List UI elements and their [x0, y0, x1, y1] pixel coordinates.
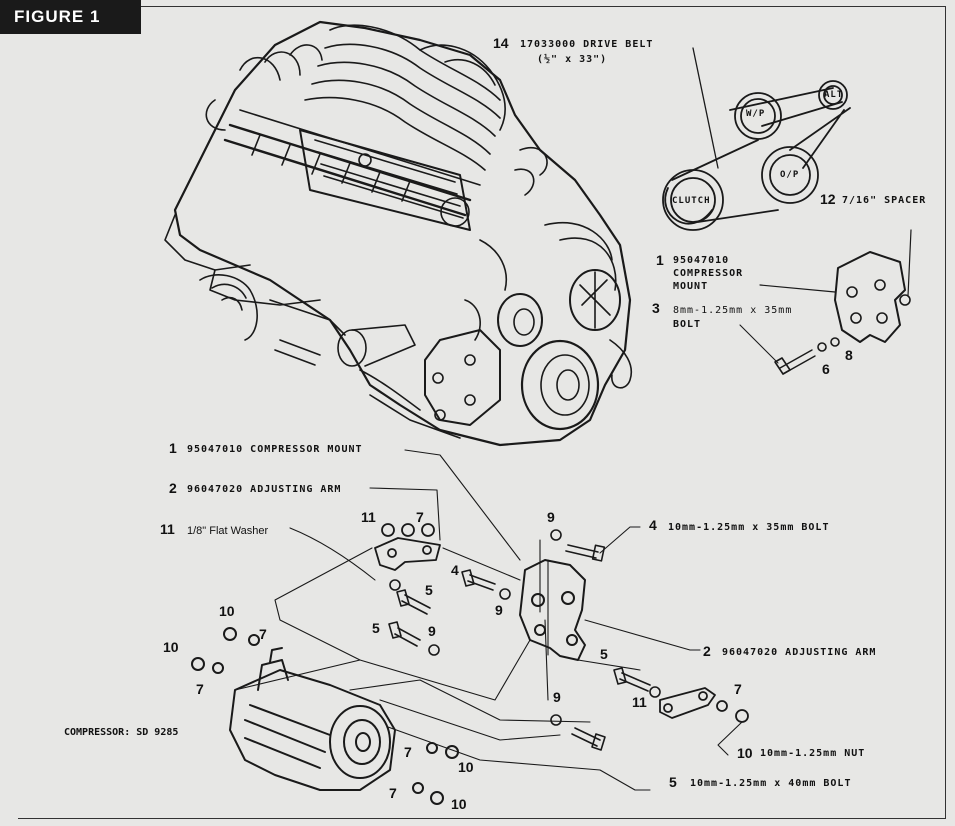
compressor-mount-label: 95047010 COMPRESSOR MOUNT [187, 444, 363, 455]
compressor-mount-bracket [519, 559, 586, 661]
bolt-35mm-label: 10mm-1.25mm x 35mm BOLT [668, 522, 830, 533]
callout-2-right: 2 [703, 643, 711, 659]
callout-8: 8 [845, 347, 853, 363]
adjusting-arm-top [374, 523, 441, 571]
callout-9-d: 9 [553, 689, 561, 705]
flat-washer-label: 1/8" Flat Washer [187, 525, 269, 537]
water-pump-pulley [734, 92, 782, 140]
callout-1-main: 1 [169, 440, 177, 456]
callout-7-f: 7 [389, 785, 397, 801]
callout-10-d: 10 [451, 796, 467, 812]
spacer-label: 7/16" SPACER [842, 195, 927, 206]
belt-routing-diagram [662, 47, 851, 231]
callout-5-a: 5 [425, 582, 433, 598]
clutch-pulley [662, 169, 724, 231]
nut-label: 10mm-1.25mm NUT [760, 748, 866, 759]
callout-7-c: 7 [196, 681, 204, 697]
bolt-40mm-label: 10mm-1.25mm x 40mm BOLT [690, 778, 852, 789]
callout-12: 12 [820, 191, 836, 207]
callout-10-a: 10 [219, 603, 235, 619]
bolt-small-name: BOLT [673, 319, 702, 330]
drive-belt-label: 17033000 DRIVE BELT [520, 39, 654, 50]
fasteners [388, 529, 661, 751]
callout-7-e: 7 [404, 744, 412, 760]
power-steering-pulley [761, 146, 819, 204]
callout-5-b: 5 [372, 620, 380, 636]
callout-11-b: 11 [632, 694, 647, 710]
engine-illustration [164, 20, 632, 447]
callout-4-label: 4 [649, 517, 657, 533]
callout-14: 14 [493, 35, 509, 51]
callout-11-washer: 11 [160, 521, 175, 537]
leader-lines [234, 449, 743, 791]
callout-9-b: 9 [495, 602, 503, 618]
pulley-label-alt: ALT [824, 90, 844, 100]
callout-7-b: 7 [259, 626, 267, 642]
pulley-label-clutch: CLUTCH [672, 196, 711, 206]
adjusting-arm-top-label: 96047020 ADJUSTING ARM [187, 484, 342, 495]
callout-10-nut: 10 [737, 745, 753, 761]
figure-frame [18, 6, 946, 819]
spacer-part [899, 294, 911, 306]
adjusting-arm-right [659, 687, 749, 723]
adjusting-arm-right-label: 96047020 ADJUSTING ARM [722, 647, 877, 658]
callout-3: 3 [652, 300, 660, 316]
pulley-label-wp: W/P [746, 109, 766, 119]
drive-belt-size: (½" x 33") [537, 54, 608, 65]
callout-5-bolt: 5 [669, 774, 677, 790]
callout-2-top: 2 [169, 480, 177, 496]
alternator-pulley [818, 80, 848, 110]
pulley-label-op: O/P [780, 170, 800, 180]
callout-11-a: 11 [361, 509, 376, 525]
callout-10-c: 10 [458, 759, 474, 775]
callout-4-mid: 4 [451, 562, 459, 578]
compressor-label: COMPRESSOR: SD 9285 [64, 727, 179, 738]
compressor-mount-small [739, 229, 912, 375]
bolt-small-spec: 8mm-1.25mm x 35mm [673, 305, 793, 316]
compressor-illustration [191, 627, 459, 805]
callout-7-a: 7 [416, 509, 424, 525]
callout-5-c: 5 [600, 646, 608, 662]
callout-1-top: 1 [656, 252, 664, 268]
callout-9-c: 9 [428, 623, 436, 639]
mount-small-name-1: COMPRESSOR [673, 268, 744, 279]
figure-title-badge: FIGURE 1 [0, 0, 141, 34]
callout-7-d: 7 [734, 681, 742, 697]
callout-9-a: 9 [547, 509, 555, 525]
callout-6: 6 [822, 361, 830, 377]
mount-small-part-number: 95047010 [673, 255, 730, 266]
mount-small-name-2: MOUNT [673, 281, 709, 292]
callout-10-b: 10 [163, 639, 179, 655]
